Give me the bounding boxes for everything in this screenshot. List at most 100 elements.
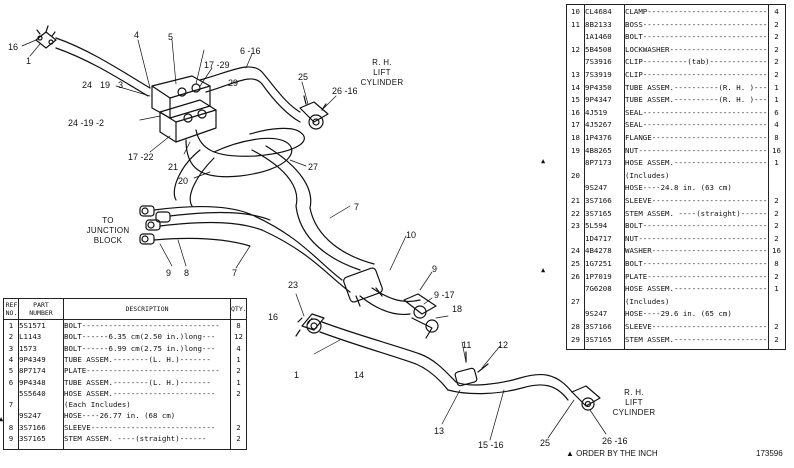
flange-lower-right	[403, 293, 439, 339]
cell-ref: 26	[571, 271, 580, 281]
cell-desc: NUT-------------------------------	[625, 145, 768, 155]
cell-desc: BOSS------------------------------	[625, 19, 768, 29]
cell-part: 5S1571	[19, 321, 46, 330]
cell-desc: CLAMP-----------------------------	[625, 7, 768, 16]
cell-qty: 1	[236, 354, 241, 364]
cell-qty: 16	[772, 246, 781, 256]
cell-desc: HOSE ASSEM.-----------------------	[64, 388, 216, 398]
cell-qty: 2	[774, 271, 779, 281]
callout-25-bottom: 25	[540, 438, 551, 448]
hose-20	[185, 137, 293, 178]
callout-4: 4	[134, 30, 140, 40]
cell-ref: 13	[571, 70, 580, 79]
cell-desc: BOLT------6.99 cm(2.75 in.)long---	[64, 343, 216, 353]
cell-qty: 2	[236, 434, 241, 443]
callout-3: 3	[118, 80, 124, 90]
cell-part: CL4684	[585, 7, 612, 16]
cell-qty: 2	[774, 57, 779, 67]
cell-qty: 2	[774, 208, 779, 218]
cell-desc: NUT-------------------------------	[625, 233, 768, 243]
callout-24: 24	[82, 80, 93, 90]
clamp-block	[151, 75, 217, 143]
callout-16: 16	[8, 42, 19, 52]
table-row: 5S5640 HOSE ASSEM.-----------------------…	[4, 389, 246, 400]
cell-desc: CLIP------------------------------	[625, 70, 768, 79]
cell-ref: 17	[571, 120, 580, 130]
cell-qty: 8	[774, 133, 779, 142]
cell-ref: 7	[8, 400, 14, 410]
cell-desc: STEM ASSEM. ----(straight)------	[64, 434, 207, 443]
cell-desc: STEM ASSEM.---------------------	[625, 334, 768, 344]
cell-part: 8B2133	[585, 19, 612, 29]
callout-1-lower: 1	[294, 370, 300, 380]
callout-9-17: 9 -17	[434, 290, 455, 300]
cell-part: 3S7165	[19, 434, 46, 443]
order-marker-left: ▲	[0, 415, 4, 423]
callout-13: 13	[434, 426, 445, 436]
cell-ref: 4	[8, 354, 14, 364]
cell-part: 9P4347	[585, 95, 612, 105]
cell-desc: FLANGE----------------------------	[625, 133, 768, 142]
callout-24-19-2: 24 -19 -2	[68, 118, 105, 128]
flange-lower-cylinder	[571, 385, 601, 411]
cell-qty: 1	[774, 284, 779, 294]
cell-qty: 6	[774, 107, 779, 117]
cell-part: 1G7251	[585, 259, 612, 268]
cell-part: 4B8265	[585, 145, 612, 155]
callout-23: 23	[288, 280, 299, 290]
cell-part: 5B4508	[585, 44, 612, 54]
cell-part: 7S3919	[585, 70, 612, 79]
cell-qty: 4	[774, 7, 779, 16]
cell-desc: HOSE----26.77 in. (68 cm)	[64, 411, 176, 421]
cell-qty: 1	[774, 82, 779, 92]
header-ref: REF NO.	[5, 301, 18, 317]
callout-5: 5	[168, 32, 174, 42]
cell-part: 3S7165	[585, 334, 612, 344]
table-row: 13 7S3919 CLIP----------------------------…	[567, 70, 785, 80]
cell-qty: 2	[774, 322, 779, 331]
cell-qty: 2	[774, 19, 779, 29]
flange-upper-left	[35, 25, 57, 49]
cell-desc: TUBE ASSEM.--------(L. H.)-------	[64, 354, 211, 364]
cell-part: 7G6208	[585, 284, 612, 294]
callout-20: 20	[178, 176, 189, 186]
cell-qty: 2	[774, 221, 779, 231]
callout-14: 14	[354, 370, 365, 380]
cell-desc: BOLT------------------------------	[625, 221, 768, 231]
callout-25-top: 25	[298, 72, 309, 82]
cell-part: 8P7174	[19, 366, 46, 376]
clamp-11	[454, 351, 489, 387]
cell-qty: 2	[774, 44, 779, 54]
cell-part: 5S5640	[19, 388, 46, 398]
cell-part: 9S247	[585, 309, 608, 319]
cell-desc: SLEEVE--------------------------	[625, 322, 768, 331]
cell-desc: SLEEVE--------------------------	[625, 196, 768, 205]
callout-12: 12	[498, 340, 509, 350]
callout-18: 18	[452, 304, 463, 314]
cell-ref: 5	[8, 366, 14, 376]
table-row: 20(Includes)	[567, 171, 785, 181]
cell-ref: 8	[8, 422, 14, 432]
order-note: ▲ ORDER BY THE INCH	[566, 449, 658, 458]
cell-ref: 18	[571, 133, 580, 142]
cell-qty: 8	[236, 321, 241, 330]
tube-6	[199, 66, 301, 123]
callout-7-upper: 7	[354, 202, 360, 212]
cell-qty: 8	[774, 259, 779, 268]
cell-desc: BOLT------6.35 cm(2.50 in.)long---	[64, 332, 216, 342]
cell-desc: LOCKWASHER------------------------	[625, 44, 768, 54]
cell-qty: 2	[236, 388, 241, 398]
